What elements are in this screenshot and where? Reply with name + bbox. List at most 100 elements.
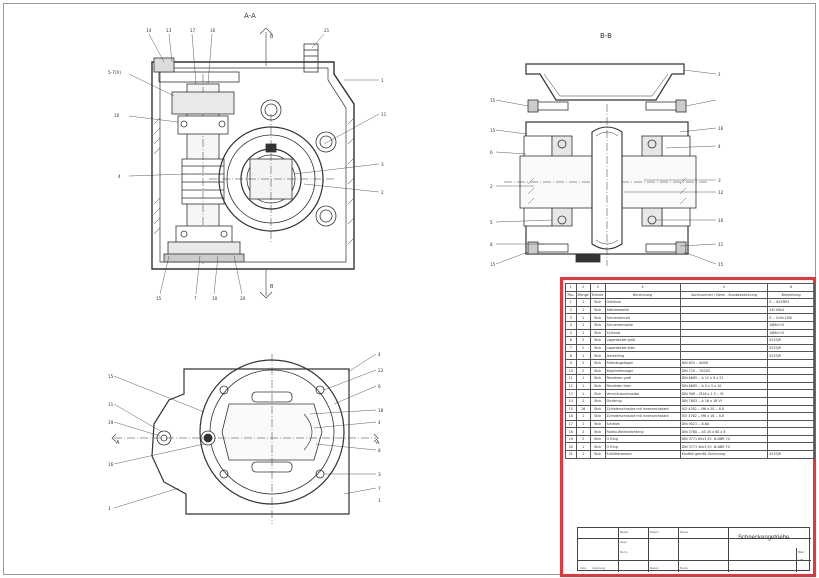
bom-cell: 20	[565, 442, 577, 452]
label-datum-2: Datum	[650, 566, 659, 570]
bom-cell: 21	[565, 450, 577, 459]
callout-aa-5-7x: 5-7(X)	[108, 70, 121, 75]
bom-cell: 16MnCr5	[767, 328, 815, 338]
label-name-2: Name	[680, 566, 689, 570]
section-view-bb: B-B	[490, 32, 724, 267]
bom-cell: Stck	[589, 396, 606, 406]
callout-plan-23: 23	[378, 368, 384, 373]
callout-aa-3: 3	[381, 162, 384, 167]
bom-cell: Zylinderschraube mit Innensechskant	[604, 412, 681, 421]
callout-bb-8: 8	[490, 242, 493, 247]
bom-cell: Stck	[589, 313, 606, 322]
bom-cell	[767, 366, 815, 376]
bom-cell: S235JR	[767, 336, 815, 345]
bom-cell	[679, 328, 769, 338]
bom-cell: Abtriebswelle	[604, 305, 681, 315]
bom-cell: 13	[565, 389, 577, 398]
cut-mark-a-right: A	[376, 440, 380, 446]
bom-cell: 10	[565, 366, 577, 376]
bom-cell: Schneckenrad	[604, 313, 681, 322]
bom-cell: 2	[575, 358, 591, 368]
callout-plan-11: 11	[108, 402, 114, 407]
bom-cell: Bemerkung	[767, 290, 815, 300]
label-zust: Zust.	[580, 566, 587, 570]
bom-cell: 2	[575, 366, 591, 376]
callout-plan-19: 19	[108, 420, 114, 425]
bom-cell: Passfeder groß	[604, 374, 681, 383]
bom-cell: 16	[565, 412, 577, 421]
callout-plan-4b: 4	[378, 420, 381, 425]
bom-cell: Passfeder klein	[604, 381, 681, 391]
bom-cell: 2	[575, 283, 591, 292]
bom-cell: 1	[575, 305, 591, 315]
bom-cell: Einheit	[589, 290, 606, 300]
bom-cell: Stck	[589, 351, 606, 360]
bom-cell: S -- CuSn12Ni	[767, 313, 815, 322]
bom-cell: 16	[575, 404, 591, 414]
bom-cell	[767, 434, 815, 444]
bom-cell	[679, 320, 769, 330]
callout-aa-21: 21	[324, 28, 330, 33]
bom-cell	[767, 381, 815, 391]
bom-cell: Radial-Wellendichtring	[604, 427, 681, 436]
bom-cell: 5	[565, 328, 577, 338]
callout-bb-4: 4	[718, 144, 721, 149]
label-name: Name	[680, 530, 689, 534]
bom-cell	[767, 374, 815, 383]
bom-cell: Benennung	[604, 290, 681, 300]
bom-cell: 1	[565, 298, 577, 307]
callout-bb-5: 5	[490, 220, 493, 225]
bom-cell: 2	[575, 434, 591, 444]
bom-cell: 2	[575, 396, 591, 406]
bom-cell: S235JR	[767, 450, 815, 459]
callout-bb-11: 11	[718, 242, 724, 247]
callout-aa-11: 11	[381, 112, 387, 117]
callout-bb-12: 12	[718, 190, 724, 195]
label-gepr: Gepr.	[620, 540, 628, 544]
bom-cell: DIN 6885 -- A 5 x 5 x 10	[679, 381, 769, 391]
bom-cell: Zylinderschraube mit Innensechskant	[604, 404, 681, 414]
bom-cell: 19	[565, 434, 577, 444]
label-blatt: Blatt	[798, 550, 805, 554]
bom-cell: 1	[575, 389, 591, 398]
bom-cell: Lagerdeckel klein	[604, 343, 681, 353]
callout-bb-15d: 15	[718, 262, 724, 267]
bom-cell	[767, 389, 815, 398]
bom-cell: Stck	[589, 336, 606, 345]
callout-aa-1: 1	[381, 78, 384, 83]
bom-cell: Stck	[589, 374, 606, 383]
bom-cell: 6	[767, 283, 815, 292]
bom-cell: 1	[575, 412, 591, 421]
callout-plan-8: 8	[378, 448, 381, 453]
bom-cell: 16MnCr5	[767, 320, 815, 330]
bom-cell: DIN 9021 -- 8-6A	[679, 419, 769, 429]
bom-cell	[679, 298, 769, 307]
bom-cell: ISO 4762 -- M6 x 16 -- 8.8	[679, 412, 769, 421]
bom-cell: 9	[565, 358, 577, 368]
bom-cell	[767, 412, 815, 421]
bom-cell: Stck	[589, 328, 606, 338]
bom-cell: Stck	[589, 442, 606, 452]
bom-cell: Stck	[589, 389, 606, 398]
bom-cell: Stck	[589, 358, 606, 368]
bom-cell: Dichtring	[604, 396, 681, 406]
callout-bb-6: 6	[490, 150, 493, 155]
callout-bb-3: 3	[718, 178, 721, 183]
bom-cell	[767, 427, 815, 436]
bom-cell: 1	[575, 450, 591, 459]
bom-cell: Menge	[575, 290, 591, 300]
bom-cell: Stck	[589, 298, 606, 307]
callout-aa-17: 17	[190, 28, 196, 33]
